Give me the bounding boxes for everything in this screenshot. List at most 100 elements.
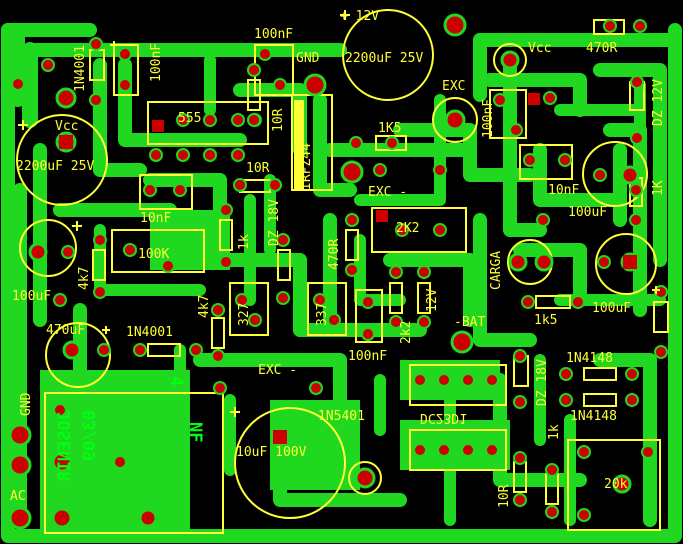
label-327: 327 [237, 303, 252, 326]
label-dz-18v-a: DZ 18V [267, 199, 282, 246]
relay-outline [44, 392, 224, 534]
cap-10uf-outline [234, 407, 346, 519]
label-10nf-a: 10nF [140, 211, 171, 226]
cap-10nf-b-outline [519, 144, 573, 180]
r-1k5-outline [375, 135, 407, 151]
label-dz-12v-a: DZ 12V [651, 79, 666, 126]
cap-100uf-left-outline [19, 219, 77, 277]
cap-100nf-d-outline [355, 289, 383, 343]
label-bat: -BAT [454, 315, 485, 330]
label-100nf-a: 100nF [149, 43, 164, 82]
pot-100k-outline [111, 229, 205, 273]
r-1k-outline [219, 219, 233, 251]
label-12v-b: 12V [425, 288, 440, 312]
bottom-layer-text: JOSENIR 03/09 [55, 410, 100, 482]
label-carga: CARGA [489, 251, 504, 290]
label-100uf-b: 100uF [12, 289, 51, 304]
label-20k: 20k [604, 477, 628, 492]
cap-exc-outline [432, 97, 478, 143]
label-100nf-b: 100nF [254, 27, 293, 42]
label-2200uf-left: 2200uF 25V [16, 159, 94, 174]
dc23b-outline [409, 429, 507, 471]
nf-text: NF [185, 422, 205, 442]
label-1n4148-a: 1N4148 [566, 351, 613, 366]
cap-470uf-outline [45, 322, 111, 388]
polarity-marks [18, 10, 660, 417]
label-100uf-a: 100uF [568, 205, 607, 220]
label-vcc-left: Vcc [55, 119, 78, 134]
d-12v-b-outline [417, 282, 431, 314]
label-1n4001-top: 1N4001 [73, 45, 88, 92]
cap-2200uf-top-outline [342, 9, 434, 101]
n5401-outline [348, 461, 382, 495]
cap-2200uf-left-outline [16, 114, 108, 206]
label-1k-a: 1K [651, 180, 666, 196]
label-vcc-right: Vcc [528, 41, 551, 56]
label-1k5-b: 1k5 [534, 313, 557, 328]
label-100uf-c: 100uF [592, 301, 631, 316]
r-4k7-b-outline [92, 249, 106, 281]
label-1k-c: 1k [547, 424, 562, 440]
label-gnd-left: GND [19, 392, 34, 416]
label-1n4001-b: 1N4001 [126, 325, 173, 340]
label-2k2: 2K2 [396, 221, 419, 236]
label-exc-b: EXC - [368, 185, 407, 200]
label-4k7-a: 4k7 [77, 267, 92, 290]
label-irfz44: IRFZ44 [299, 143, 314, 190]
author-text: JOSENIR [55, 410, 75, 482]
d-18v-b-outline [277, 249, 291, 281]
label-100nf-d: 100nF [348, 349, 387, 364]
ic555-outline [147, 101, 269, 145]
label-555: 555 [178, 111, 201, 126]
bc327-outline [229, 282, 269, 336]
label-10r-b: 10R [271, 108, 286, 132]
irfz44-bar [294, 100, 304, 190]
bc337-outline [307, 282, 347, 336]
cap-100nf-a-outline [113, 44, 139, 96]
d-right-outline [653, 301, 669, 333]
label-4k7-b: 4k7 [197, 295, 212, 318]
label-1k-b: 1k [237, 234, 252, 250]
label-100nf-c: 100nF [481, 99, 496, 138]
label-10uf: 10uF 100V [236, 445, 307, 460]
silkscreen-outlines [16, 9, 669, 534]
label-2200uf-top: 2200uF 25V [345, 51, 423, 66]
label-exc-c: EXC - [258, 363, 297, 378]
date-text: 03/09 [80, 410, 100, 461]
label-10r-a: 10R [246, 161, 270, 176]
cap-10nf-a-outline [139, 174, 193, 210]
copper-planes [40, 210, 510, 530]
pot-2k2-outline [371, 207, 467, 253]
d-4148b-outline [583, 393, 617, 407]
label-10r-d: 10R [497, 484, 512, 508]
label-exc-a: EXC [442, 79, 465, 94]
label-2200uf-top-pwr: + 12V [340, 9, 379, 24]
r-1k5b-outline [535, 295, 571, 309]
label-337: 337 [315, 303, 330, 326]
pot-20k-outline [567, 439, 661, 531]
label-470r-a: 470R [586, 41, 617, 56]
label-1n5401: 1N5401 [318, 409, 365, 424]
label-dz-18v-b: DZ 18V [535, 359, 550, 406]
r-470r-b-outline [345, 229, 359, 261]
cap-100uf-right-outline [582, 141, 648, 207]
label-470uf: 470uF [46, 323, 85, 338]
dc23-outline [409, 364, 507, 406]
label-1k5-a: 1K5 [378, 121, 401, 136]
silkscreen-labels: 2200uF 25V + 12V 2200uF 25V Vcc Vcc 1N40… [10, 9, 666, 508]
label-gnd-top: GND [296, 51, 320, 66]
r-2k2-outline [389, 282, 403, 314]
label-1n4148-b: 1N4148 [570, 409, 617, 424]
label-10nf-b: 10nF [548, 183, 579, 198]
label-470r-b: 470R [327, 239, 342, 270]
version-text: 4 [166, 376, 186, 386]
label-2k2-r: 2k2 [399, 321, 414, 344]
d-4148a-outline [583, 367, 617, 381]
r-4k7-outline [211, 317, 225, 349]
r-10r-b-outline [247, 79, 261, 111]
d-1n4001-b-outline [147, 343, 181, 357]
pads [8, 13, 668, 530]
vcc-right-outline [493, 43, 527, 77]
